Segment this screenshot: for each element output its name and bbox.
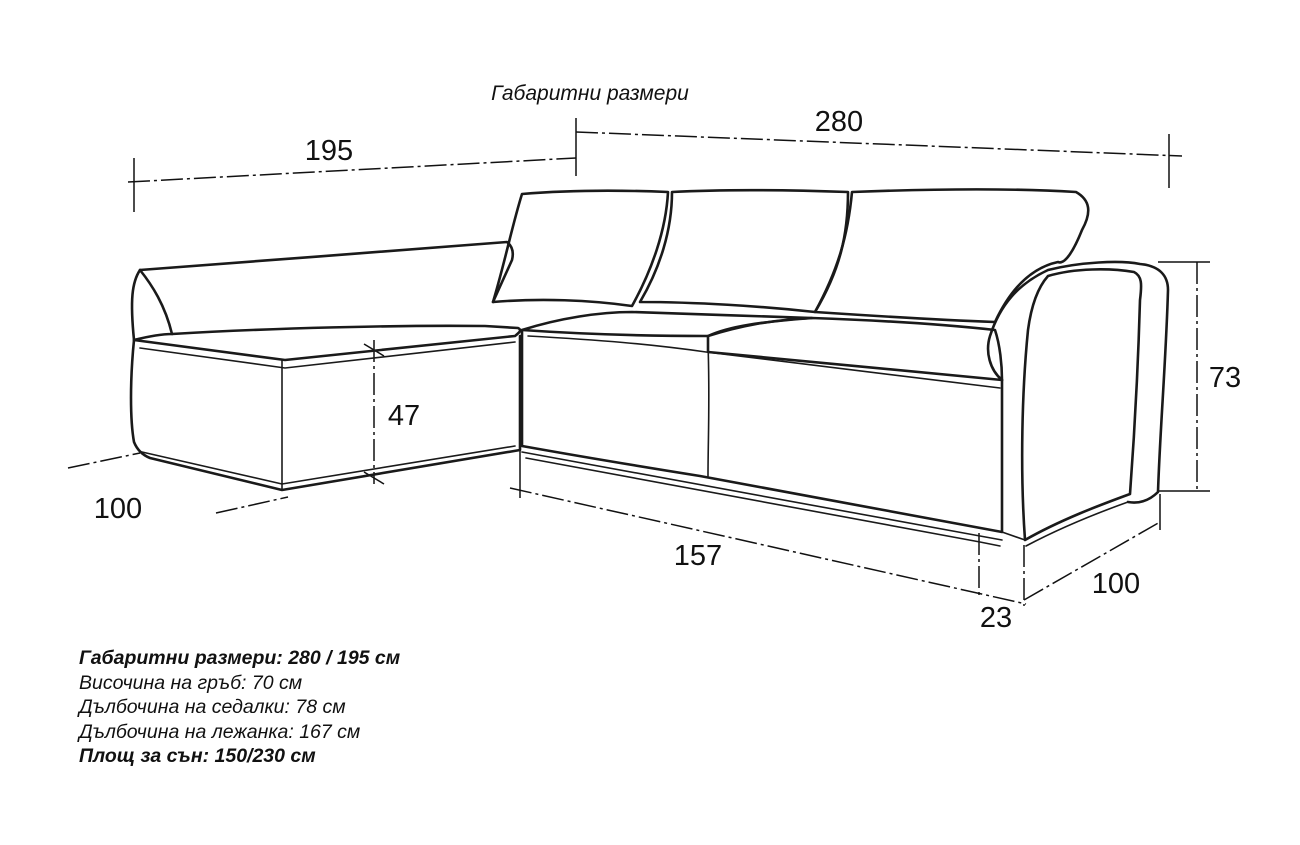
back-cushion-2 [638,188,850,314]
seat-front [520,328,1004,534]
spec-line: Височина на гръб: 70 см [79,671,303,694]
dimension-line-280 [575,131,1183,157]
seat-plinth-line [525,457,1001,547]
dimension-label-seat-height: 47 [388,400,420,432]
armrest-base-joint [1001,531,1026,541]
dimension-label-depth: 100 [1092,568,1140,600]
dimension-label-height: 73 [1209,362,1241,394]
right-armrest [986,260,1170,504]
chaise-base [141,445,516,485]
chaise-backrest-side [130,268,174,342]
dimension-label-foot-height: 23 [980,602,1012,634]
dimension-label-chaise-width: 195 [305,135,353,167]
chaise-seat-top [132,324,522,362]
spec-line: Габаритни размери: 280 / 195 см [79,647,401,669]
armrest-base [1025,501,1129,547]
seat-piping [527,335,1001,389]
dimension-line-157 [509,487,1027,605]
dimension-label-seat-section-width: 157 [674,540,722,572]
chaise-front [129,334,522,492]
seat-cushion-right-top [706,316,1004,382]
diagram-caption: Габаритни размери [491,82,689,105]
chaise-backrest [138,240,515,304]
dimension-lines [67,118,1210,606]
spec-line: Дълбочина на лежанка: 167 см [79,720,361,743]
back-cushion-3 [813,188,1090,324]
spec-line: Дълбочина на седалки: 78 см [79,696,346,718]
dimension-label-overall-width: 280 [815,106,863,138]
cushion-seam [707,343,710,477]
seat-cushion-left-top [520,310,814,338]
dimension-line-100-right [1023,521,1161,601]
dimension-label-chaise-depth: 100 [94,493,142,525]
back-cushion-1 [491,189,670,308]
dimension-line-100-left-b [215,496,289,514]
armrest-front [1020,268,1143,542]
spec-line: Площ за сън: 150/230 см [79,745,316,767]
chaise-seat-piping [139,341,516,369]
dimension-line-195 [127,157,577,183]
dimension-tick [363,471,385,485]
seat-base-line [521,451,1003,541]
dimension-line-100-left-a [67,452,141,469]
sofa-outline [129,188,1170,547]
